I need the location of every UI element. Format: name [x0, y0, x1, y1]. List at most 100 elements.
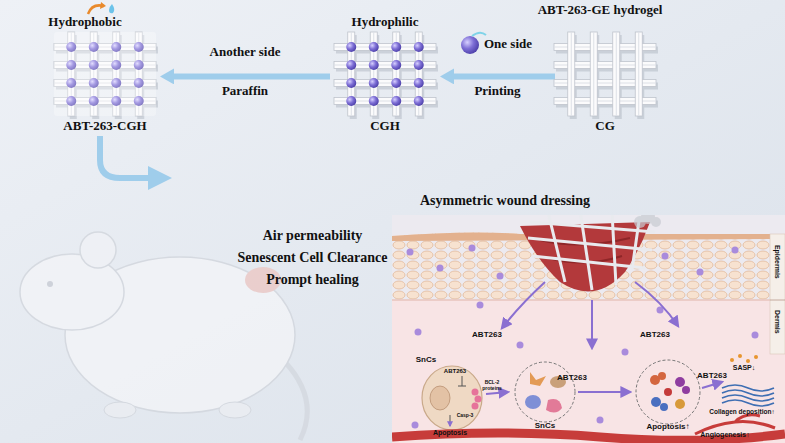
protein — [475, 396, 482, 403]
node-label: CGH — [330, 118, 440, 133]
layer-boundary — [392, 299, 785, 301]
hydrogel-swirl — [472, 33, 486, 36]
hydrogel-dot — [369, 42, 379, 52]
annotation-text: ABT263 — [552, 374, 592, 383]
particle — [437, 265, 444, 272]
node-label: ABT-263-CGH — [50, 118, 160, 133]
mouse-foot — [219, 402, 251, 418]
hydrogel-dot — [391, 42, 401, 52]
dot — [754, 355, 758, 359]
protein — [472, 389, 479, 396]
sn-cell — [546, 399, 562, 413]
dot — [746, 359, 750, 363]
body — [651, 397, 661, 407]
particle — [469, 245, 476, 252]
annotation-text: Apoptosis↑ — [638, 423, 698, 432]
apoptotic-bodies — [650, 372, 690, 411]
annotation-text: Epidermis — [773, 237, 781, 287]
annotation-text: Collagen deposition↑ — [700, 408, 784, 415]
hydrogel-dot — [346, 60, 356, 70]
annotation-text: Angiogenesis↑ — [690, 431, 760, 439]
hydrogel-dot — [369, 78, 379, 88]
puff — [651, 217, 661, 227]
inhibit-bar — [458, 386, 466, 387]
collagen-fibers — [722, 385, 774, 406]
air-region — [392, 215, 785, 443]
hydrogel-dot — [369, 60, 379, 70]
annotation-text: Dermis — [773, 297, 781, 347]
annotation-text: BCL-2 proteins — [478, 380, 506, 391]
annotation-text: ABT263 — [467, 331, 507, 340]
body — [682, 386, 690, 394]
body — [658, 372, 666, 380]
diffusion-arrow — [502, 282, 545, 328]
node-label: Hydrophilic — [330, 14, 440, 29]
warp-strand — [613, 32, 620, 116]
mouse-tail — [285, 362, 307, 440]
process-arrow — [578, 391, 630, 393]
step-label: Paraffin — [195, 83, 295, 99]
gauze-node: HydrophobicABT-263-CGH — [50, 6, 160, 134]
caption-text: Senescent Cell Clearance — [200, 250, 425, 265]
particle — [752, 332, 759, 339]
annotation-text: SnCs — [408, 356, 444, 365]
senescent-cell — [422, 366, 482, 430]
hydrogel-dot — [369, 96, 379, 106]
cell-nucleus — [430, 386, 450, 410]
particle — [662, 253, 669, 260]
grid-strands — [554, 32, 656, 116]
water-droplet — [109, 4, 114, 13]
caption-text: Another side — [190, 45, 300, 59]
vapour-puff — [634, 215, 661, 228]
process-arrow — [454, 73, 555, 79]
hydrogel-dot — [391, 60, 401, 70]
body — [675, 377, 685, 387]
hydrogel-dot — [414, 42, 424, 52]
particle — [407, 249, 414, 256]
protein — [472, 403, 479, 410]
caption-text: ABT-263-GE hydrogel — [510, 3, 690, 17]
particle — [517, 342, 524, 349]
strand-line — [638, 32, 639, 116]
paraffin-coat — [54, 32, 156, 116]
particle — [497, 273, 504, 280]
layer-tag-strip — [770, 234, 785, 354]
annotation-text: SASP↓ — [724, 364, 764, 372]
apoptosis-circle — [636, 360, 700, 424]
gauze-grid — [555, 6, 655, 134]
annotation-text: ABT263 — [692, 372, 732, 381]
process-arrow — [702, 382, 722, 388]
caption-text: One side — [484, 37, 554, 51]
node-label: Hydrophobic — [35, 14, 135, 29]
hydrogel-dot — [391, 96, 401, 106]
particle — [415, 329, 422, 336]
inhibit-line — [462, 376, 463, 386]
sn-cell — [530, 372, 546, 386]
hydrogel-sphere — [461, 36, 479, 54]
dressing-mesh — [528, 215, 655, 290]
caption-text: Prompt healing — [200, 272, 425, 287]
diffusion-arrows — [486, 282, 722, 394]
particle — [412, 422, 419, 429]
annotation-text: Casp-3 — [452, 413, 478, 419]
dot — [738, 354, 742, 358]
hydrogel-dot — [346, 78, 356, 88]
grid-strands — [54, 32, 156, 116]
hydrogel-dot — [391, 78, 401, 88]
sn-cell — [525, 395, 541, 409]
particle — [732, 247, 739, 254]
process-arrow — [486, 392, 508, 394]
bcl2-proteins — [472, 389, 482, 410]
grid-strands — [334, 32, 436, 116]
apply-arrow — [100, 136, 160, 178]
repel-arrow-head — [100, 2, 106, 9]
hydrogel-dots — [346, 42, 424, 106]
body — [664, 388, 672, 396]
mouse-eye — [47, 281, 53, 287]
warp-strand — [635, 32, 642, 116]
particle — [622, 349, 629, 356]
step-label: Printing — [448, 83, 548, 99]
caption-text: Air permeability — [200, 228, 425, 243]
